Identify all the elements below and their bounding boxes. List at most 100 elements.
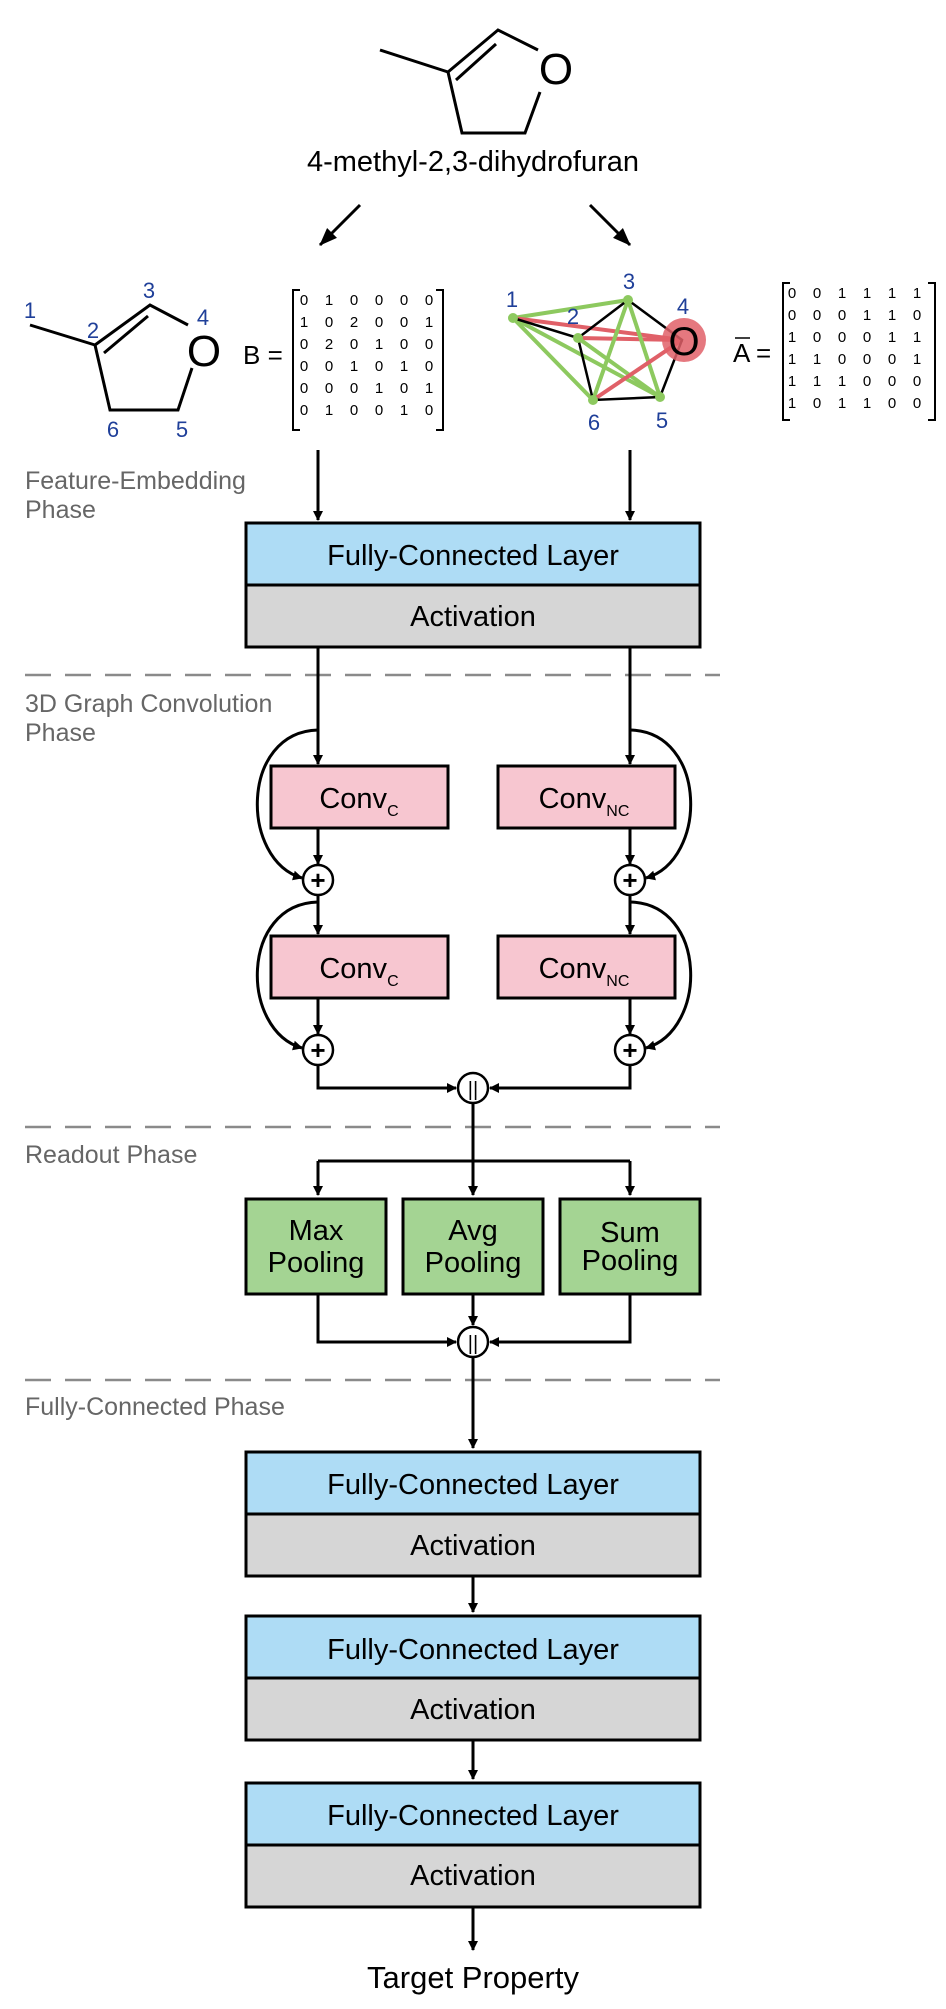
matrix-b-cell: 0	[425, 292, 433, 309]
molecule-name: 4-methyl-2,3-dihydrofuran	[307, 146, 639, 178]
matrix-b-label: B =	[243, 340, 283, 370]
node-2	[573, 333, 583, 343]
avg-pooling-label-2: Pooling	[425, 1247, 522, 1279]
matrix-a-cell: 1	[838, 373, 846, 390]
matrix-b-cell: 1	[425, 380, 433, 397]
matrix-b-cell: 2	[325, 336, 333, 353]
atom-number-6: 6	[107, 417, 119, 442]
matrix-b-cell: 1	[400, 402, 408, 419]
matrix-b-cell: 0	[425, 358, 433, 375]
matrix-a-bracket-left	[782, 282, 790, 421]
fc-layer-3-label: Fully-Connected Layer	[327, 1800, 619, 1832]
matrix-a-cell: 1	[863, 285, 871, 302]
matrix-b-cell: 0	[400, 292, 408, 309]
matrix-a-cell: 1	[913, 285, 921, 302]
matrix-b-cell: 1	[325, 402, 333, 419]
skip-connection-nc-1	[629, 728, 693, 881]
matrix-b-cell: 0	[325, 358, 333, 375]
sum-pooling-label-1: Sum	[600, 1217, 660, 1249]
matrix-b-cell: 0	[325, 314, 333, 331]
node-1	[508, 313, 518, 323]
edge-3-5	[626, 299, 662, 398]
arrow-max-to-concat-2	[316, 1294, 457, 1347]
activation-1-label: Activation	[410, 1530, 536, 1562]
fc-layer-2	[244, 1614, 702, 1680]
skip-connection-nc-2	[629, 900, 693, 1051]
arrow-sum-to-concat-2	[489, 1294, 632, 1347]
graph-atom-number-6: 6	[588, 410, 600, 435]
matrix-a-cell: 1	[913, 351, 921, 368]
graph-atom-number-5: 5	[656, 408, 668, 433]
fc-layer-2-label: Fully-Connected Layer	[327, 1634, 619, 1666]
max-pooling-label-2: Pooling	[268, 1247, 365, 1279]
arrow-right-to-concat-1	[489, 1065, 632, 1093]
phase-label-feature-embedding-1: Feature-Embedding	[25, 467, 246, 495]
fc-layer-1-label: Fully-Connected Layer	[327, 1469, 619, 1501]
matrix-a-cell: 0	[913, 395, 921, 412]
matrix-b-cell: 0	[300, 336, 308, 353]
graph-atom-number-4: 4	[677, 294, 689, 319]
matrix-a-cell: 1	[838, 395, 846, 412]
matrix-b-cell: 0	[400, 380, 408, 397]
double-bond	[454, 42, 498, 82]
methyl-bond	[379, 48, 449, 74]
conv-c-1-label: ConvC	[319, 783, 398, 820]
matrix-a-cell: 0	[813, 329, 821, 346]
atom-number-1: 1	[24, 298, 36, 323]
matrix-a-letter: A	[733, 338, 751, 368]
add-symbol-c-2: +	[310, 1035, 325, 1065]
phase-label-graph-conv-2: Phase	[25, 719, 96, 747]
matrix-a-cell: 0	[913, 373, 921, 390]
matrix-a-cell: 0	[838, 329, 846, 346]
matrix-b-cell: 0	[375, 402, 383, 419]
max-pooling-label-1: Max	[289, 1215, 344, 1247]
matrix-a-cell: 0	[863, 329, 871, 346]
matrix-a-cell: 1	[888, 307, 896, 324]
matrix-b-cell: 0	[300, 292, 308, 309]
matrix-a-cell: 1	[863, 307, 871, 324]
conv-nc-2-label: ConvNC	[539, 953, 630, 990]
matrix-a-cell: 1	[788, 395, 796, 412]
matrix-b-bracket-right	[436, 289, 444, 431]
graph-atom-number-2: 2	[567, 304, 579, 329]
matrix-a-cell: 0	[863, 351, 871, 368]
oxygen-atom-2d: O	[187, 327, 221, 376]
matrix-a-cell: 1	[813, 373, 821, 390]
ring-bonds-upper	[447, 28, 539, 74]
matrix-a-cell: 1	[788, 373, 796, 390]
edge-1-6	[511, 316, 595, 402]
conv-nc-1-label: ConvNC	[539, 783, 630, 820]
matrix-a-cell: 1	[888, 329, 896, 346]
matrix-b-cell: 0	[375, 292, 383, 309]
avg-pooling	[401, 1197, 545, 1296]
edge-1-4	[512, 316, 683, 342]
skip-connection-c-2	[255, 900, 319, 1051]
conv-nc-2	[496, 934, 677, 1000]
atom-number-5: 5	[176, 417, 188, 442]
activation-1	[244, 1512, 702, 1578]
phase-label-graph-conv-1: 3D Graph Convolution	[25, 690, 272, 718]
edge-2-5	[576, 336, 662, 399]
matrix-b-cell: 1	[375, 336, 383, 353]
fc-layer-embedding-label: Fully-Connected Layer	[327, 540, 619, 572]
matrix-b-cell: 0	[350, 380, 358, 397]
node-3	[623, 295, 633, 305]
matrix-a-cell: 0	[888, 351, 896, 368]
fc-layer-3	[244, 1781, 702, 1847]
graph-atom-number-3: 3	[623, 269, 635, 294]
oxygen-node: O	[668, 320, 699, 364]
edge-1-3	[512, 298, 629, 320]
matrix-a-cell: 0	[913, 307, 921, 324]
sum-pooling	[558, 1197, 702, 1296]
fc-block-embedding: Fully-Connected Layer Activation	[244, 521, 702, 649]
add-symbol-nc-1: +	[622, 865, 637, 895]
max-pooling	[244, 1197, 388, 1296]
avg-pooling-label-1: Avg	[448, 1215, 497, 1247]
matrix-a-cell: 0	[888, 373, 896, 390]
matrix-a-cell: 0	[838, 307, 846, 324]
matrix-a-cell: 1	[788, 351, 796, 368]
matrix-a-bracket-right	[928, 282, 936, 421]
arrow-left-split	[318, 203, 362, 247]
